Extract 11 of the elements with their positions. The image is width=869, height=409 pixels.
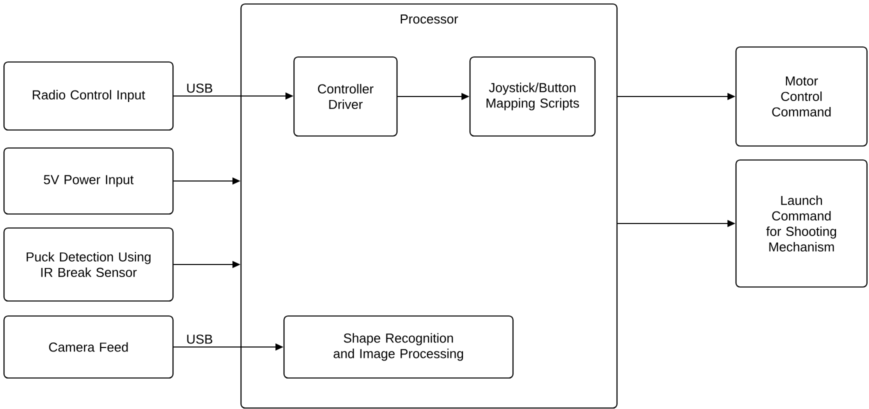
input-box: 5V Power Input (3, 147, 174, 215)
input-box: Puck Detection Using IR Break Sensor (3, 227, 174, 302)
output-box: Launch Command for Shooting Mechanism (735, 159, 868, 288)
edge-label: USB (187, 84, 212, 93)
process-box: Shape Recognition and Image Processing (283, 315, 514, 379)
process-box: Joystick/Button Mapping Scripts (469, 56, 596, 137)
output-box: Motor Control Command (735, 46, 868, 147)
edge-label: USB (187, 334, 212, 344)
process-box: Controller Driver (293, 56, 398, 137)
input-box: Camera Feed (3, 315, 174, 379)
input-box: Radio Control Input (3, 61, 174, 131)
